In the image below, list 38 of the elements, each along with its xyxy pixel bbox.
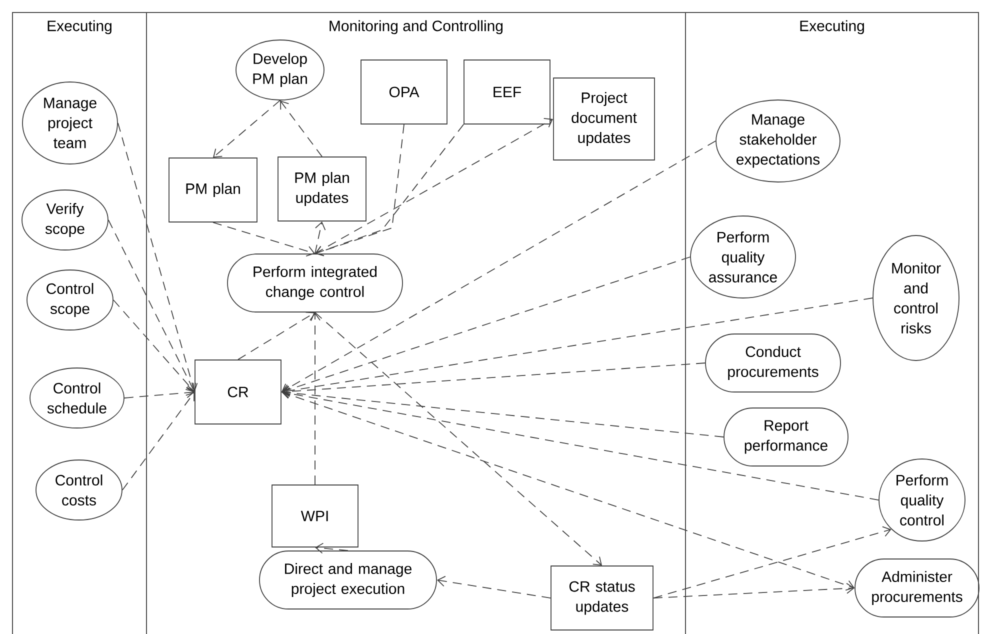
arrow <box>122 392 195 490</box>
process-box: Direct and manage project execution <box>259 550 437 610</box>
arrow <box>118 122 198 392</box>
arrow <box>653 582 855 598</box>
arrow <box>315 542 348 554</box>
arrow <box>653 526 892 598</box>
arrow <box>281 388 879 500</box>
process-box: Administer procurements <box>854 558 980 618</box>
document-box: CR status updates <box>550 566 654 630</box>
arrow <box>280 100 322 157</box>
process-box: Conduct procurements <box>705 334 841 392</box>
process-box: Report performance <box>724 408 848 466</box>
process-box: Perform integrated change control <box>227 254 403 312</box>
arrow <box>436 576 551 598</box>
arrow <box>315 124 464 256</box>
arrow <box>314 221 326 254</box>
arrow <box>108 220 196 392</box>
document-box: PM plan <box>168 158 258 222</box>
document-box: OPA <box>360 60 448 124</box>
document-box: PM plan updates <box>278 156 366 222</box>
arrow <box>238 312 315 360</box>
arrow <box>281 387 724 438</box>
arrow <box>314 118 554 254</box>
arrow <box>124 387 195 398</box>
document-box: Project document updates <box>553 78 655 160</box>
arrow <box>281 298 874 396</box>
document-box: WPI <box>272 484 358 548</box>
arrow <box>212 222 315 257</box>
document-box: EEF <box>464 60 550 124</box>
arrow <box>281 140 716 393</box>
document-box: CR <box>194 360 282 424</box>
arrow <box>113 300 195 392</box>
arrow <box>213 100 280 158</box>
arrow <box>281 392 855 591</box>
arrow <box>310 312 320 485</box>
arrow <box>315 124 404 256</box>
arrow <box>281 256 690 395</box>
arrow <box>314 312 602 566</box>
